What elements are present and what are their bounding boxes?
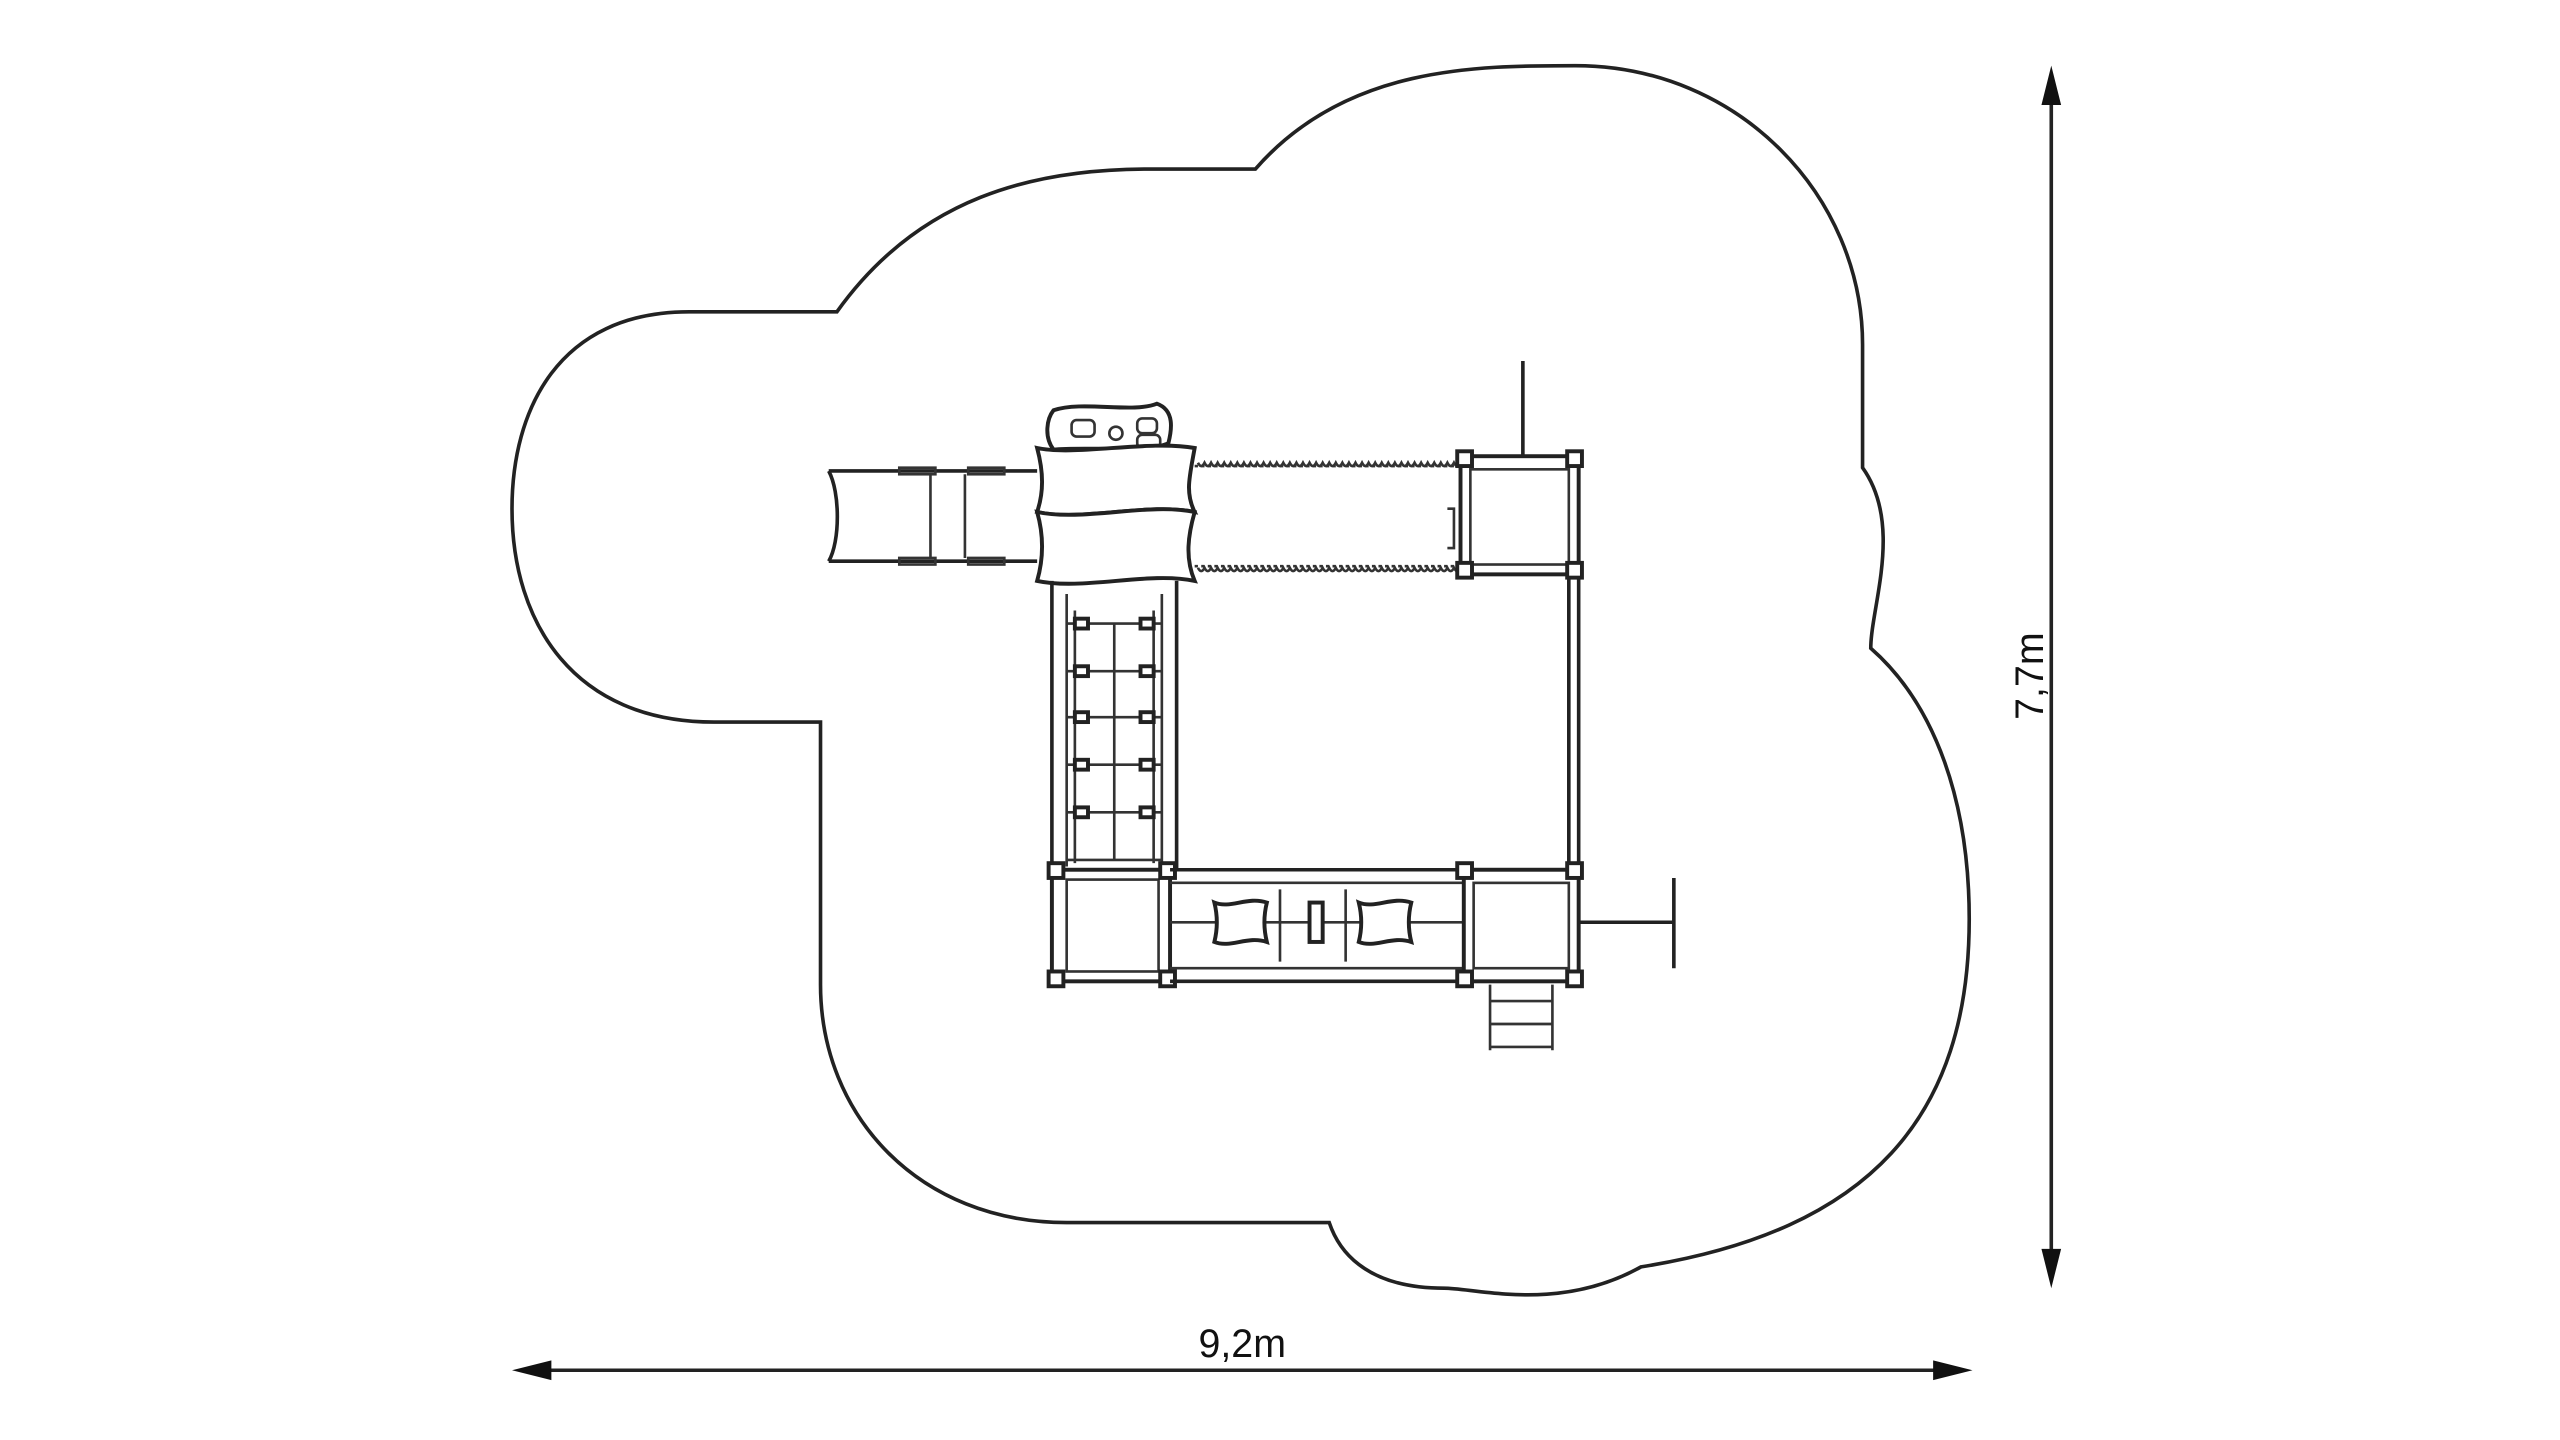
access-ladder — [1488, 984, 1554, 1051]
tower-lower-right — [1455, 861, 1676, 989]
tower-lower-left — [1046, 861, 1177, 989]
safety-zone-outline — [510, 63, 1972, 1297]
width-dimension — [512, 1360, 1973, 1381]
arrowhead-icon — [512, 1360, 552, 1381]
tower-roof-left — [1034, 401, 1199, 586]
net-bridge — [1194, 459, 1462, 573]
climbing-ladder — [1050, 580, 1179, 870]
height-dimension — [2041, 65, 2062, 1289]
tower-upper-right — [1447, 361, 1584, 580]
slide — [827, 466, 1038, 566]
arrowhead-icon — [1933, 1360, 1973, 1381]
bottom-bridge — [1170, 867, 1464, 984]
height-label: 7,7m — [2008, 632, 2052, 720]
arrowhead-icon — [2041, 1248, 2062, 1289]
width-label: 9,2m — [1198, 1322, 1286, 1366]
arrowhead-icon — [2041, 65, 2062, 106]
right-side-rail — [1567, 577, 1581, 867]
